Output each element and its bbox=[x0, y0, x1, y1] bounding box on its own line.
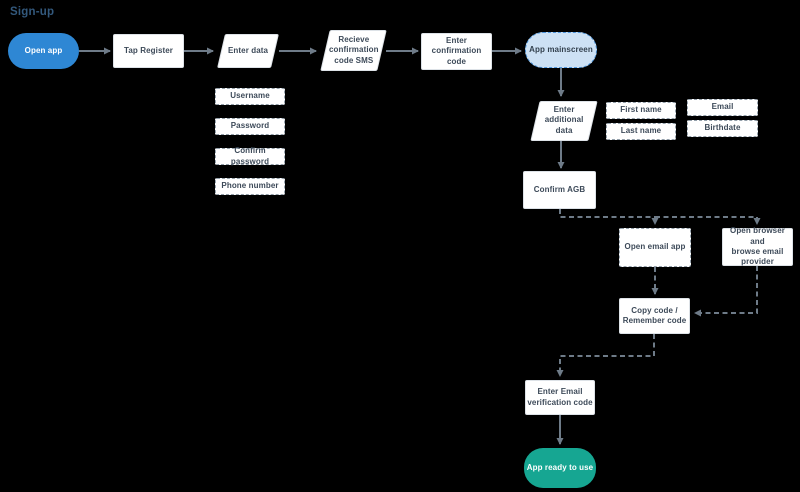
node-username-field[interactable]: Username bbox=[215, 88, 285, 105]
node-app-ready[interactable]: App ready to use bbox=[524, 448, 596, 488]
node-copy-code[interactable]: Copy code / Remember code bbox=[619, 298, 690, 334]
node-password-field[interactable]: Password bbox=[215, 118, 285, 135]
edge-copy-code-to-email-verification bbox=[556, 334, 655, 377]
edge-confirm-agb-to-open-browser bbox=[655, 216, 761, 225]
node-open-email-app[interactable]: Open email app bbox=[619, 228, 691, 267]
diagram-title: Sign-up bbox=[10, 6, 55, 18]
node-confirm-password-field[interactable]: Confirm password bbox=[215, 146, 285, 166]
node-open-app[interactable]: Open app bbox=[8, 33, 79, 69]
node-app-mainscreen[interactable]: App mainscreen bbox=[525, 32, 597, 68]
edge-open-browser-to-copy-code bbox=[694, 266, 758, 317]
node-receive-sms[interactable]: Recieve confirmation code SMS bbox=[320, 30, 387, 71]
node-confirm-agb[interactable]: Confirm AGB bbox=[523, 171, 596, 209]
node-enter-additional-data[interactable]: Enter additional data bbox=[530, 101, 598, 141]
edge-confirm-agb-to-open-email-app bbox=[559, 209, 659, 225]
node-phone-number-field[interactable]: Phone number bbox=[215, 178, 285, 195]
node-enter-data[interactable]: Enter data bbox=[217, 34, 279, 68]
node-last-name-field[interactable]: Last name bbox=[606, 123, 676, 140]
node-email-field[interactable]: Email bbox=[687, 99, 758, 116]
node-birthdate-field[interactable]: Birthdate bbox=[687, 120, 758, 137]
node-first-name-field[interactable]: First name bbox=[606, 102, 676, 119]
node-enter-email-verification[interactable]: Enter Email verification code bbox=[525, 380, 595, 415]
node-tap-register[interactable]: Tap Register bbox=[113, 34, 184, 68]
node-open-browser[interactable]: Open browser and browse email provider bbox=[722, 226, 793, 266]
node-enter-confirmation-code[interactable]: Enter confirmation code bbox=[421, 33, 492, 70]
